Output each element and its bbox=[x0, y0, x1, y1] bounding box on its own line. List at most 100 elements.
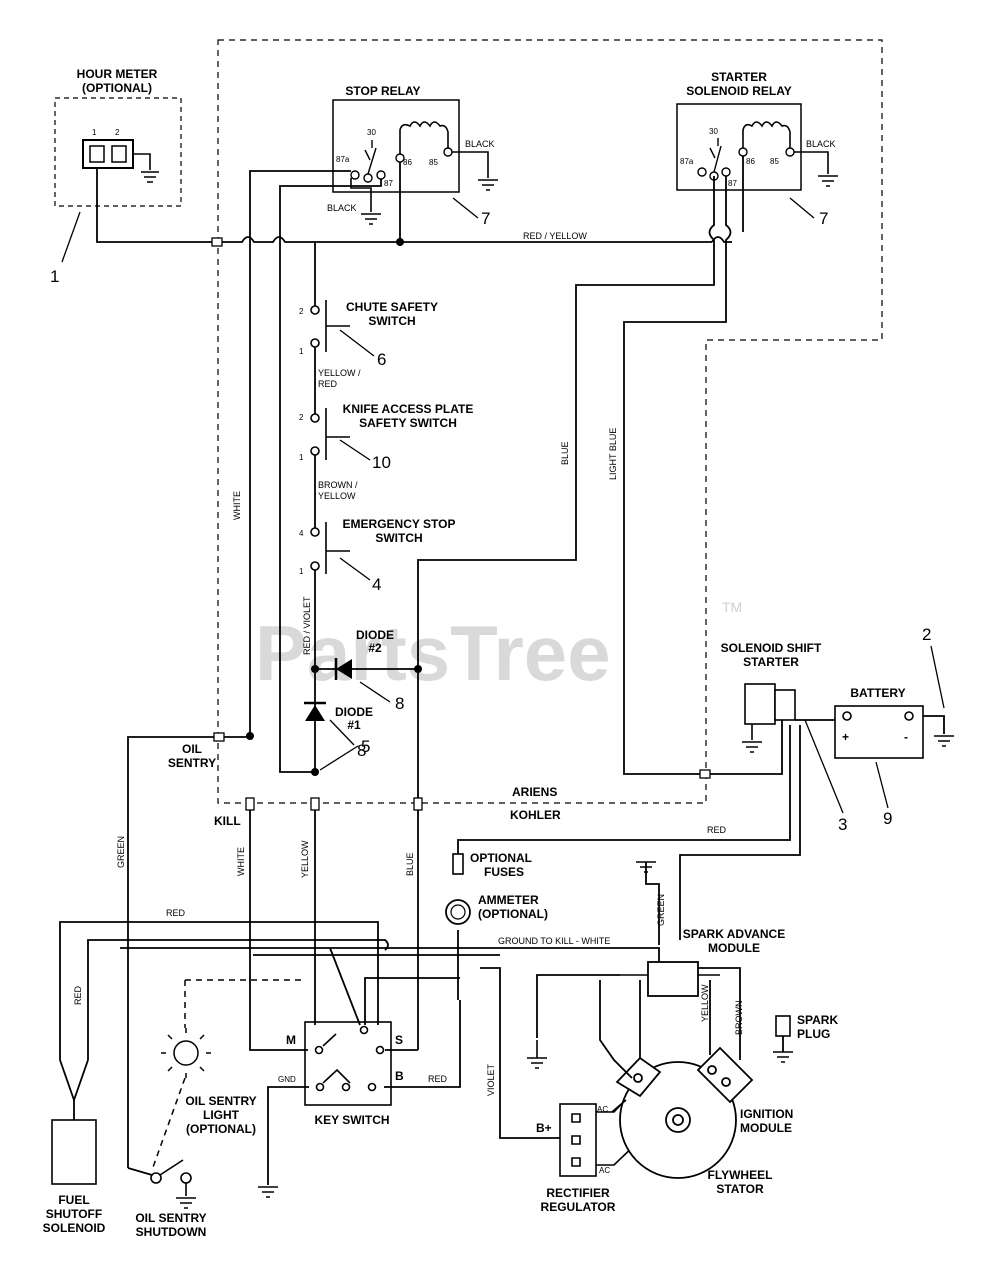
ignition-label: IGNITION bbox=[740, 1107, 793, 1121]
svg-text:VIOLET: VIOLET bbox=[486, 1063, 496, 1096]
emergency-stop-label-2: SWITCH bbox=[375, 531, 422, 545]
callout-8a: 8 bbox=[395, 694, 404, 713]
svg-text:BROWN /: BROWN / bbox=[318, 480, 358, 490]
oil-sentry-light-label: OIL SENTRY bbox=[185, 1094, 256, 1108]
diode-2-label: DIODE bbox=[356, 628, 394, 642]
callout-3: 3 bbox=[838, 815, 847, 834]
flywheel-label: FLYWHEEL bbox=[708, 1168, 773, 1182]
relay-grounds bbox=[350, 151, 838, 225]
hour-meter: 1 2 bbox=[54, 97, 182, 207]
oil-sentry-label: OIL bbox=[182, 742, 202, 756]
svg-text:AC: AC bbox=[597, 1105, 608, 1114]
ariens-label: ARIENS bbox=[512, 785, 557, 799]
oil-sentry-label-2: SENTRY bbox=[168, 756, 216, 770]
spark-plug-label-2: PLUG bbox=[797, 1027, 830, 1041]
spark-plug-label: SPARK bbox=[797, 1013, 838, 1027]
svg-text:BLACK: BLACK bbox=[327, 203, 357, 213]
svg-text:RED: RED bbox=[707, 825, 727, 835]
fuel-shutoff-solenoid bbox=[51, 1119, 97, 1185]
svg-text:RED: RED bbox=[428, 1074, 448, 1084]
key-switch-label: KEY SWITCH bbox=[314, 1113, 389, 1127]
knife-access-switch bbox=[310, 408, 350, 460]
rectifier-label: RECTIFIER bbox=[546, 1186, 610, 1200]
svg-text:BLACK: BLACK bbox=[465, 139, 495, 149]
connectors bbox=[211, 237, 711, 811]
oil-shutdown-label: OIL SENTRY bbox=[135, 1211, 206, 1225]
fuel-shutoff-label: FUEL bbox=[58, 1193, 89, 1207]
svg-text:S: S bbox=[395, 1033, 403, 1047]
ignition-module bbox=[696, 1046, 754, 1104]
svg-text:+: + bbox=[842, 730, 849, 744]
svg-text:GND: GND bbox=[278, 1075, 296, 1084]
svg-text:GREEN: GREEN bbox=[116, 836, 126, 868]
knife-access-label-2: SAFETY SWITCH bbox=[359, 416, 457, 430]
oil-sentry-light-label-2: LIGHT bbox=[203, 1108, 240, 1122]
callout-2: 2 bbox=[922, 625, 931, 644]
flywheel-stator bbox=[599, 980, 737, 1179]
svg-text:1: 1 bbox=[299, 347, 304, 356]
svg-text:2: 2 bbox=[115, 128, 120, 137]
svg-text:87: 87 bbox=[384, 179, 393, 188]
fuel-shutoff-label-2: SHUTOFF bbox=[46, 1207, 102, 1221]
callout-5: 5 bbox=[361, 737, 370, 756]
ammeter-label-2: (OPTIONAL) bbox=[478, 907, 548, 921]
callout-9: 9 bbox=[883, 809, 892, 828]
svg-text:2: 2 bbox=[299, 307, 304, 316]
starter-relay-label-2: SOLENOID RELAY bbox=[686, 84, 792, 98]
svg-text:-: - bbox=[904, 730, 908, 744]
knife-access-label: KNIFE ACCESS PLATE bbox=[343, 402, 474, 416]
svg-text:YELLOW: YELLOW bbox=[700, 984, 710, 1022]
callout-8b: 8 bbox=[357, 741, 366, 760]
chute-safety-label-2: SWITCH bbox=[368, 314, 415, 328]
callout-4: 4 bbox=[372, 575, 381, 594]
spark-advance-label: SPARK ADVANCE bbox=[683, 927, 785, 941]
svg-text:LIGHT BLUE: LIGHT BLUE bbox=[608, 428, 618, 480]
svg-text:RED: RED bbox=[166, 908, 186, 918]
lower-grounds bbox=[258, 724, 954, 1198]
svg-text:B+: B+ bbox=[536, 1121, 552, 1135]
lower-wiring bbox=[59, 715, 945, 1185]
svg-text:WHITE: WHITE bbox=[236, 847, 246, 876]
svg-text:GROUND TO KILL - WHITE: GROUND TO KILL - WHITE bbox=[498, 936, 610, 946]
hour-meter-label: HOUR METER bbox=[77, 67, 158, 81]
watermark-trademark: TM bbox=[722, 599, 742, 615]
callout-10: 10 bbox=[372, 453, 391, 472]
chute-safety-label: CHUTE SAFETY bbox=[346, 300, 438, 314]
kohler-label: KOHLER bbox=[510, 808, 561, 822]
key-switch bbox=[304, 1021, 392, 1106]
starter-relay-label: STARTER bbox=[711, 70, 767, 84]
svg-text:BLUE: BLUE bbox=[560, 441, 570, 465]
svg-text:BROWN: BROWN bbox=[734, 1001, 744, 1036]
junction-dots bbox=[246, 238, 422, 776]
flywheel-label-2: STATOR bbox=[716, 1182, 764, 1196]
svg-text:RED: RED bbox=[318, 379, 338, 389]
starter-solenoid-relay: 30 87a 87 86 85 bbox=[676, 103, 802, 191]
svg-text:BLUE: BLUE bbox=[405, 852, 415, 876]
ammeter-label: AMMETER bbox=[478, 893, 539, 907]
svg-text:M: M bbox=[286, 1033, 296, 1047]
oil-sentry-light bbox=[151, 979, 302, 1171]
svg-text:1: 1 bbox=[299, 453, 304, 462]
svg-text:85: 85 bbox=[429, 158, 438, 167]
svg-text:30: 30 bbox=[709, 127, 718, 136]
battery-label: BATTERY bbox=[850, 686, 905, 700]
ariens-boundary bbox=[217, 39, 883, 804]
svg-text:86: 86 bbox=[403, 158, 412, 167]
oil-shutdown-label-2: SHUTDOWN bbox=[136, 1225, 207, 1239]
kill-label: KILL bbox=[214, 814, 241, 828]
optional-fuses bbox=[452, 853, 464, 875]
emergency-stop-switch bbox=[310, 522, 350, 574]
diode-1-label-2: #1 bbox=[347, 718, 361, 732]
svg-text:1: 1 bbox=[299, 567, 304, 576]
fuses-label: OPTIONAL bbox=[470, 851, 532, 865]
ignition-label-2: MODULE bbox=[740, 1121, 792, 1135]
oil-sentry-light-label-3: (OPTIONAL) bbox=[186, 1122, 256, 1136]
svg-text:RED / YELLOW: RED / YELLOW bbox=[523, 231, 587, 241]
oil-sentry-shutdown bbox=[150, 1159, 196, 1209]
diode-2 bbox=[334, 658, 352, 680]
svg-text:1: 1 bbox=[92, 128, 97, 137]
fuel-shutoff-label-3: SOLENOID bbox=[43, 1221, 106, 1235]
svg-text:87: 87 bbox=[728, 179, 737, 188]
svg-text:RED / VIOLET: RED / VIOLET bbox=[302, 596, 312, 655]
svg-text:2: 2 bbox=[299, 413, 304, 422]
